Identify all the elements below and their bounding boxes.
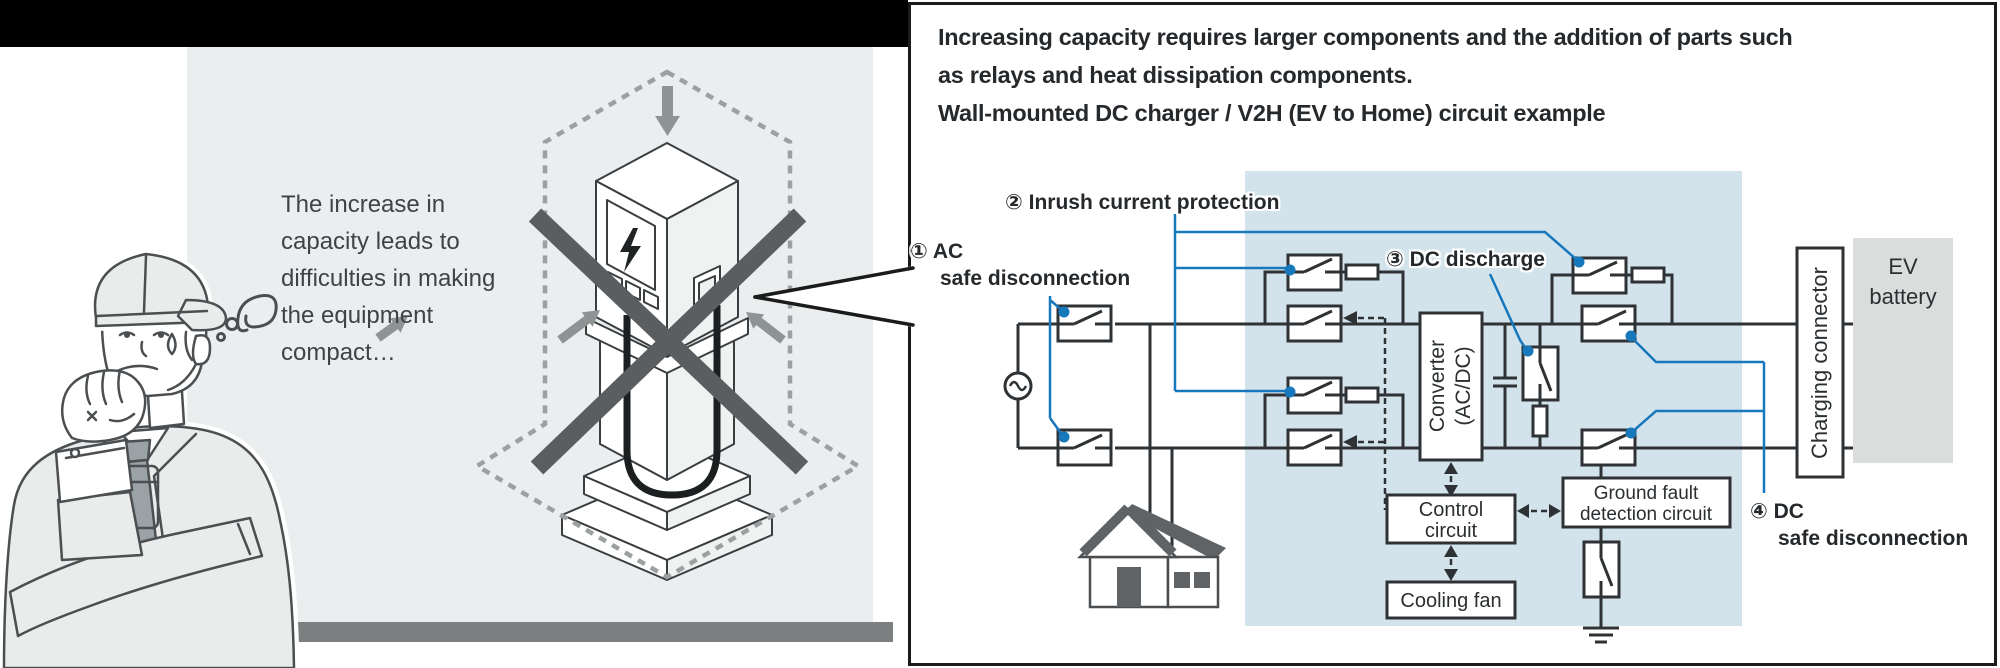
top-black-band bbox=[0, 0, 908, 47]
left-caption: The increase in capacity leads to diffic… bbox=[281, 186, 495, 371]
caption-line: the equipment bbox=[281, 302, 434, 329]
label-inrush-current-protection: ② Inrush current protection bbox=[1005, 191, 1280, 214]
panel-heading: Increasing capacity requires larger comp… bbox=[938, 18, 1793, 132]
caption-line: The increase in bbox=[281, 191, 446, 218]
ac-source-icon bbox=[1003, 371, 1033, 401]
label-dc-discharge: ③ DC discharge bbox=[1386, 248, 1545, 271]
ground-fault-box bbox=[1561, 476, 1732, 529]
ev-battery-label-1: EV bbox=[1888, 254, 1918, 279]
label-line: ① AC bbox=[910, 240, 964, 263]
label-dc-safe-disconnection: ④ DC safe disconnection bbox=[1750, 498, 1968, 552]
label-line: ④ DC bbox=[1750, 500, 1804, 523]
ev-battery-label-2: battery bbox=[1869, 284, 1936, 309]
resistor-icon bbox=[1630, 266, 1666, 284]
caption-line: difficulties in making bbox=[281, 265, 496, 292]
control-signal-arrowheads bbox=[1343, 311, 1561, 581]
ground-fault-label-1: Ground fault bbox=[1594, 483, 1699, 504]
label-line: safe disconnection bbox=[940, 267, 1131, 290]
label-line: safe disconnection bbox=[1778, 527, 1969, 550]
ear bbox=[191, 334, 212, 366]
component-labels: Converter (AC/DC) Control circuit Coolin… bbox=[1400, 254, 1936, 612]
worried-engineer-illustration bbox=[0, 249, 300, 668]
ev-charger-station-illustration bbox=[561, 142, 773, 581]
forearm bbox=[56, 490, 144, 562]
prohibition-cross-icon bbox=[528, 208, 809, 475]
ground-icon bbox=[1583, 626, 1619, 644]
caption-line: capacity leads to bbox=[281, 228, 460, 255]
neck bbox=[146, 390, 186, 430]
compress-arrow-down-icon bbox=[655, 86, 680, 136]
compress-arrow-ne-outer-icon bbox=[375, 316, 408, 342]
resistors bbox=[1344, 263, 1666, 438]
charging-cable bbox=[623, 305, 721, 499]
relay-main-bottom bbox=[1286, 428, 1343, 467]
label-ac-safe-disconnection: ① AC safe disconnection bbox=[910, 238, 1130, 292]
cooling-fan-box bbox=[1385, 580, 1517, 620]
relay-dc-discharge bbox=[1521, 345, 1560, 402]
charger-button bbox=[643, 289, 659, 310]
relay-inrush-bypass-top bbox=[1286, 253, 1343, 292]
relay-ac-top bbox=[1056, 304, 1113, 343]
relay-dc-bottom bbox=[1580, 428, 1637, 467]
relay-ground-fault bbox=[1582, 540, 1621, 599]
folded-arm bbox=[8, 516, 264, 638]
relay-inrush-bypass-bottom bbox=[1286, 376, 1343, 415]
resistor-icon bbox=[1531, 404, 1549, 438]
converter-label-2: (AC/DC) bbox=[1452, 346, 1475, 425]
thought-bubble-icon bbox=[216, 294, 278, 342]
control-label-1: Control bbox=[1419, 499, 1483, 521]
relays bbox=[1056, 253, 1637, 599]
heading-line: Increasing capacity requires larger comp… bbox=[938, 24, 1793, 50]
resistor-icon bbox=[1344, 263, 1380, 281]
relay-main-top bbox=[1286, 304, 1343, 343]
compress-arrow-nw-icon bbox=[746, 312, 786, 344]
heading-line: as relays and heat dissipation component… bbox=[938, 62, 1413, 88]
control-label-2: circuit bbox=[1425, 520, 1478, 542]
left-illustration bbox=[0, 69, 915, 668]
callout-dots bbox=[1058, 256, 1637, 443]
floor-bar bbox=[187, 622, 893, 642]
charging-connector-box bbox=[1795, 246, 1845, 479]
cooling-fan-label: Cooling fan bbox=[1400, 590, 1501, 612]
converter-box bbox=[1418, 311, 1484, 462]
sweat-drop-icon bbox=[166, 332, 177, 356]
resistor-icon bbox=[1344, 386, 1380, 404]
compress-arrows bbox=[375, 86, 786, 344]
callout-wedge bbox=[753, 266, 915, 327]
dashed-size-outline bbox=[472, 69, 863, 580]
fist-on-chin bbox=[61, 368, 147, 443]
control-circuit-box bbox=[1385, 493, 1517, 545]
heading-line: Wall-mounted DC charger / V2H (EV to Hom… bbox=[938, 100, 1606, 126]
ev-battery-panel bbox=[1853, 238, 1953, 463]
house-icon bbox=[1076, 504, 1226, 609]
component-boxes bbox=[1385, 246, 1845, 620]
charging-connector-label: Charging connector bbox=[1807, 267, 1832, 459]
circuit-wires bbox=[1016, 270, 1915, 628]
compress-arrow-ne-icon bbox=[557, 310, 600, 344]
cap bbox=[90, 249, 228, 332]
converter-label-1: Converter bbox=[1426, 340, 1449, 432]
caption-line: compact… bbox=[281, 339, 396, 366]
ground-fault-label-2: detection circuit bbox=[1580, 504, 1713, 525]
circuit-diagram: Converter (AC/DC) Control circuit Coolin… bbox=[1003, 171, 1953, 644]
lightning-bolt-icon bbox=[620, 228, 641, 272]
